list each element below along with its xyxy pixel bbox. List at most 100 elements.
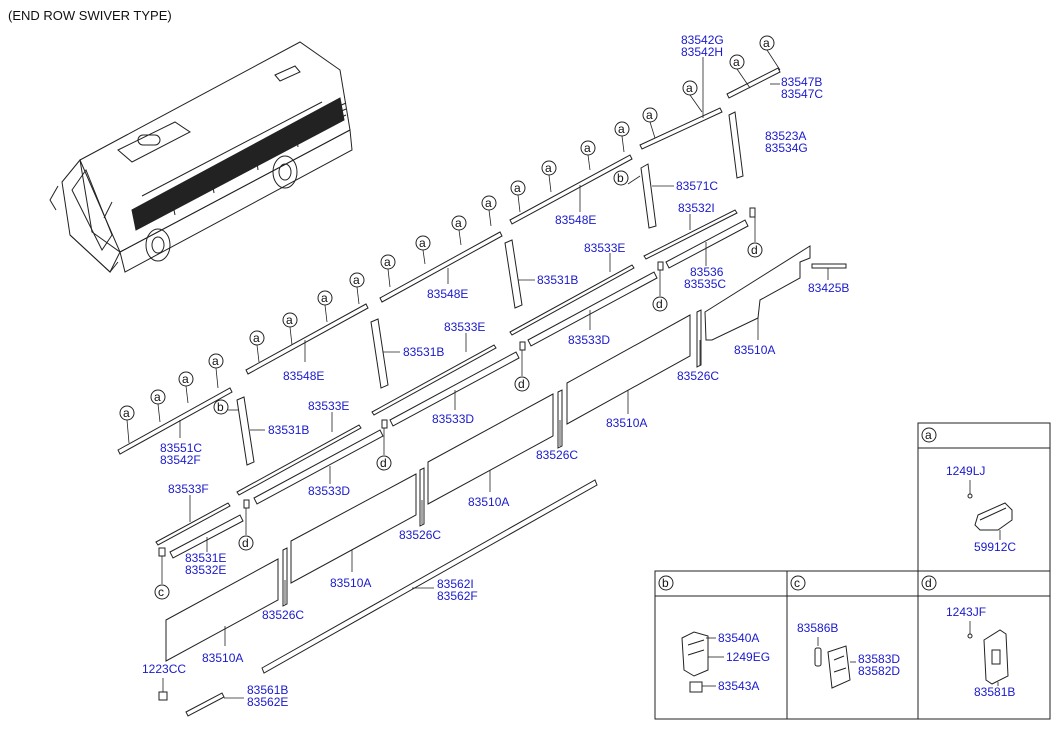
strip-83533D-upper[interactable] [527,271,658,347]
svg-text:a: a [182,372,189,386]
label-83547C: 83547C [781,87,823,101]
strip-83533F[interactable] [155,502,231,546]
callout-d-2: d [652,296,668,312]
detail-d-part1: 1243JF [946,605,986,619]
panel-83510A-3[interactable] [427,393,554,505]
part-83425B[interactable] [811,263,847,269]
panel-83510A-2[interactable] [566,314,691,425]
detail-b-part3: 83543A [718,679,759,693]
callout-a-18: a [178,371,194,404]
bracket-83540A [681,631,709,677]
svg-text:a: a [763,36,770,50]
pillar-83571C[interactable] [640,163,657,229]
callout-a-7: a [541,160,557,193]
bracket-83581B [983,629,1009,685]
connector-83526C-2[interactable] [557,389,563,449]
strip-83551C[interactable] [117,387,233,455]
pillar-83531B-middle[interactable] [370,318,389,389]
strip-83548E-middle[interactable] [379,231,503,303]
callout-a-13: a [349,272,365,305]
svg-text:a: a [419,236,426,250]
callout-b-2: b [213,399,238,415]
connector-83526C-3[interactable] [419,467,425,527]
detail-a-part2: 59912C [974,540,1016,554]
connector-83526C-4[interactable] [282,547,288,607]
connector-83526C-1[interactable] [696,309,702,368]
detail-d-letter: d [925,576,932,590]
bolt-1223CC[interactable] [158,691,168,701]
label-83548E-middle: 83548E [427,287,468,301]
callout-d-4: d [376,455,392,471]
strip-83561B[interactable] [185,692,225,717]
callout-a-16: a [249,330,265,363]
svg-text:a: a [321,291,328,305]
label-83561B: 83561B [247,683,288,697]
strip-83536[interactable] [665,219,749,269]
label-83510A-3: 83510A [468,495,509,509]
panel-83510A-rear[interactable] [704,245,811,341]
label-83523A: 83523A [765,129,806,143]
svg-text:d: d [242,536,249,550]
strip-83533E-upper[interactable] [509,264,635,336]
label-83526C-2: 83526C [536,448,578,462]
label-83533E-1: 83533E [584,241,625,255]
detail-box-a: a 1249LJ 59912C [917,422,1051,572]
label-83533D-2: 83533D [432,412,474,426]
label-83542F: 83542F [160,453,201,467]
callout-a-2: a [729,54,751,89]
callout-a-11: a [415,235,431,265]
strip-83548E-upper[interactable] [509,154,633,225]
svg-text:a: a [253,331,260,345]
detail-c-part3: 83582D [858,664,900,678]
callout-d-3: d [514,376,530,392]
panel-83510A-4[interactable] [290,473,417,584]
strip-83533D-middle[interactable] [389,351,520,427]
label-83562I: 83562I [437,577,474,591]
label-83533D-3: 83533D [308,484,350,498]
label-83531E: 83531E [185,551,226,565]
strip-83547B[interactable] [726,67,781,99]
strip-83533D-lower[interactable] [253,429,384,505]
svg-text:d: d [751,243,758,257]
callout-d-1: d [747,242,763,258]
strip-83533E-middle[interactable] [371,344,497,416]
svg-text:a: a [384,255,391,269]
svg-text:b: b [617,171,624,185]
detail-b-part2: 1249EG [726,650,770,664]
detail-box-d: d 1243JF 83581B [917,570,1051,720]
strip-83531E[interactable] [169,514,244,559]
diagram-title: (END ROW SWIVER TYPE) [8,8,172,23]
strip-83532I[interactable] [643,209,738,260]
detail-a-letter: a [925,428,932,442]
label-83571C: 83571C [676,179,718,193]
detail-b-part1: 83540A [718,631,759,645]
label-83562F: 83562F [437,589,478,603]
svg-text:a: a [455,216,462,230]
label-83532I: 83532I [678,201,715,215]
svg-text:a: a [212,354,219,368]
label-83548E-lower: 83548E [283,369,324,383]
callout-a-9: a [481,195,497,227]
panel-83510A-5[interactable] [165,558,279,662]
strip-83548E-lower[interactable] [245,303,369,375]
strip-83533E-lower[interactable] [236,424,362,496]
strip-83562I[interactable] [261,479,598,674]
callout-a-14: a [317,290,333,323]
pillar-83523A[interactable] [728,111,744,179]
label-83534G: 83534G [765,141,808,155]
strip-83542G[interactable] [639,107,723,150]
pillar-83531B-upper[interactable] [504,239,523,309]
svg-text:d: d [380,456,387,470]
svg-text:a: a [584,141,591,155]
bracket-83583D [827,645,851,689]
label-83526C-1: 83526C [677,369,719,383]
callout-d-5: d [238,535,254,551]
pillar-83531B-lower[interactable] [236,396,255,466]
label-83551C: 83551C [160,441,202,455]
svg-text:a: a [154,390,161,404]
callout-a-17: a [208,353,224,389]
svg-text:b: b [217,400,224,414]
label-83548E-upper: 83548E [555,213,596,227]
label-83533E-3: 83533E [308,399,349,413]
